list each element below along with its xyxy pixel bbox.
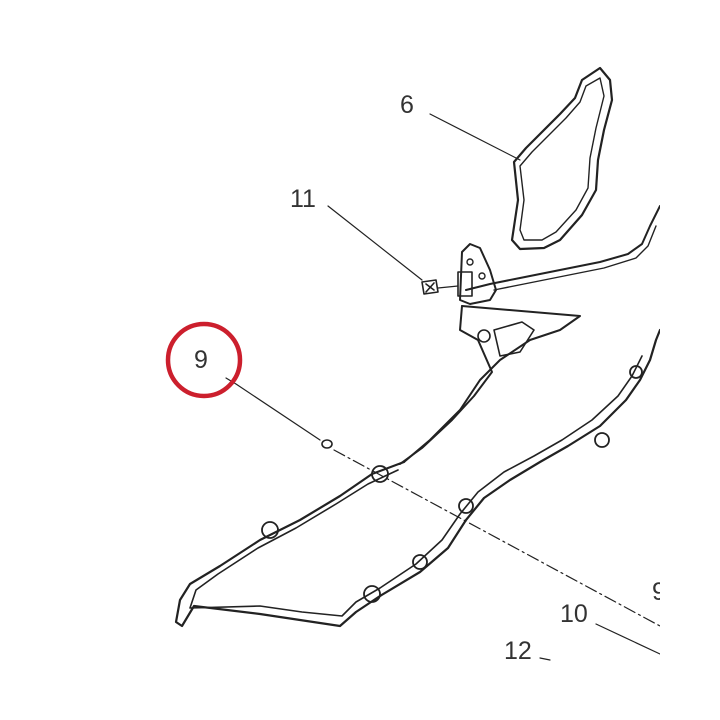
fairing-boss-7 <box>629 365 643 379</box>
label-part-12: 12 <box>504 637 532 665</box>
leader-6 <box>429 113 521 161</box>
part-11-bracket-tab <box>457 271 473 297</box>
side-fairing-outer <box>174 328 660 628</box>
label-part-10: 10 <box>560 600 588 628</box>
part-9-washer <box>321 439 333 449</box>
fairing-boss-1 <box>261 521 279 539</box>
part-11-hole <box>466 258 474 266</box>
leader-12 <box>539 657 551 661</box>
assembly-axis <box>333 449 660 627</box>
side-fairing-inner <box>189 355 643 617</box>
leader-10 <box>595 623 660 655</box>
frame-spar-bottom <box>399 305 493 465</box>
frame-upper-edge-inner <box>493 225 657 291</box>
frame-upper-edge <box>465 205 660 291</box>
part-11-bracket-plate <box>459 243 497 305</box>
fairing-boss-3 <box>458 498 474 514</box>
frame-spar-hole <box>477 329 491 343</box>
leader-11 <box>327 205 423 281</box>
fairing-boss-4 <box>412 554 428 570</box>
highlight-ring <box>165 321 243 399</box>
part-6-cover-inner <box>519 77 605 241</box>
fairing-boss-2 <box>371 465 389 483</box>
part-11-clip-link <box>437 285 459 289</box>
fairing-boss-5 <box>363 585 381 603</box>
part-6-cover <box>510 66 614 251</box>
label-part-9: 9 <box>194 346 208 374</box>
label-part-6: 6 <box>400 91 414 119</box>
frame-spar-pocket <box>493 321 535 357</box>
fairing-boss-6 <box>594 432 610 448</box>
frame-spar-top <box>403 305 581 463</box>
leader-9 <box>225 377 321 441</box>
page-edge-mask <box>660 0 720 720</box>
label-part-11: 11 <box>290 185 316 213</box>
part-11-clip <box>421 279 439 295</box>
part-11-hole-2 <box>478 272 486 280</box>
